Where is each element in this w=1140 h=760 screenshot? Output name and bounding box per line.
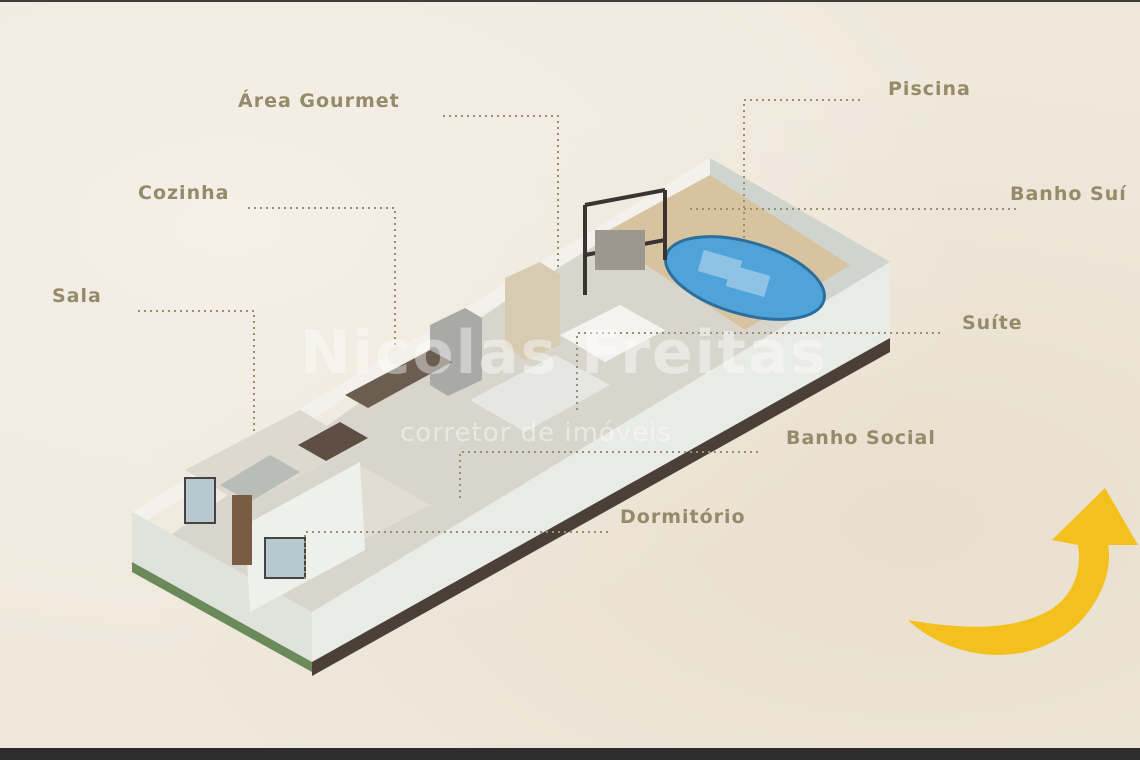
- leader-suite: [576, 332, 940, 410]
- label-piscina: Piscina: [888, 78, 971, 100]
- house-model: [132, 158, 890, 676]
- yellow-arrow-icon: [908, 488, 1138, 655]
- front-wall-shadow: [312, 338, 890, 676]
- dining-table: [298, 422, 368, 461]
- label-dormitorio: Dormitório: [620, 506, 746, 528]
- gourmet-grill: [505, 262, 560, 360]
- pool-lounger-2: [725, 264, 771, 298]
- label-sala: Sala: [52, 285, 102, 307]
- label-area-gourmet: Área Gourmet: [238, 90, 400, 112]
- living-sofa: [220, 455, 300, 502]
- bottom-border: [0, 748, 1140, 760]
- label-cozinha: Cozinha: [138, 182, 230, 204]
- leader-area-gourmet: [443, 115, 559, 268]
- label-suite: Suíte: [962, 312, 1023, 334]
- leader-banho-social: [459, 451, 758, 500]
- left-end-wall: [132, 512, 312, 668]
- leader-piscina: [743, 99, 860, 245]
- pergola-sofa: [595, 230, 645, 270]
- watermark-name: Nicolas Freitas: [300, 318, 829, 388]
- bedroom-window: [264, 537, 306, 579]
- leader-sala: [138, 310, 255, 432]
- bathroom-block: [470, 355, 610, 432]
- suite-room: [560, 305, 665, 362]
- leader-lines: [138, 99, 1016, 580]
- leader-cozinha: [248, 207, 396, 345]
- left-green-strip: [132, 562, 312, 672]
- top-border: [0, 0, 1140, 2]
- label-banho-suite: Banho Suí: [1010, 183, 1127, 205]
- kitchen-counter: [345, 350, 452, 408]
- front-wall: [312, 262, 890, 668]
- living-window: [184, 477, 216, 524]
- front-door: [232, 495, 252, 565]
- watermark-tagline: corretor de imóveis: [400, 418, 672, 448]
- kitchen-fridge: [430, 308, 482, 396]
- label-banho-social: Banho Social: [786, 427, 936, 449]
